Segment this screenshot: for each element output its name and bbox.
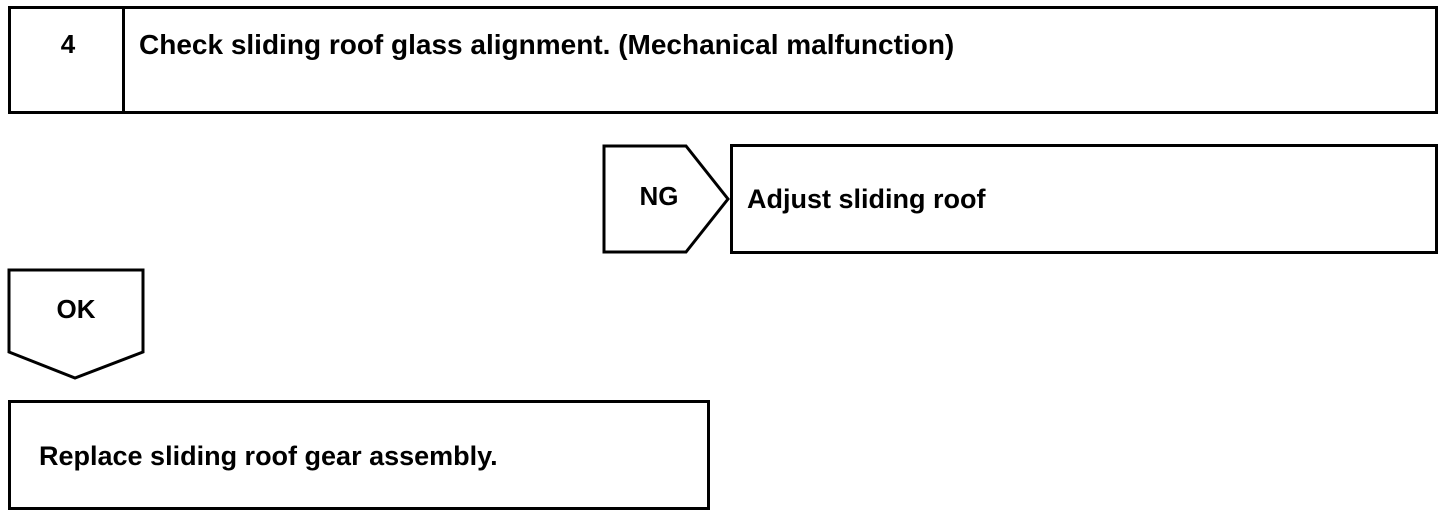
ng-action-text: Adjust sliding roof [747, 184, 986, 214]
ng-label: NG [639, 181, 679, 211]
step-header-box: 4 Check sliding roof glass alignment. (M… [8, 6, 1438, 114]
step-title: Check sliding roof glass alignment. (Mec… [139, 29, 955, 60]
ok-label: OK [56, 294, 96, 324]
ok-action-box: Replace sliding roof gear assembly. [8, 400, 710, 510]
ok-action-text: Replace sliding roof gear assembly. [39, 441, 498, 471]
ng-action-box: Adjust sliding roof [730, 144, 1438, 254]
step-number-cell: 4 [11, 9, 125, 111]
ng-arrow-tag [602, 144, 730, 254]
step-number: 4 [60, 29, 76, 59]
ok-arrow-tag [7, 268, 145, 380]
